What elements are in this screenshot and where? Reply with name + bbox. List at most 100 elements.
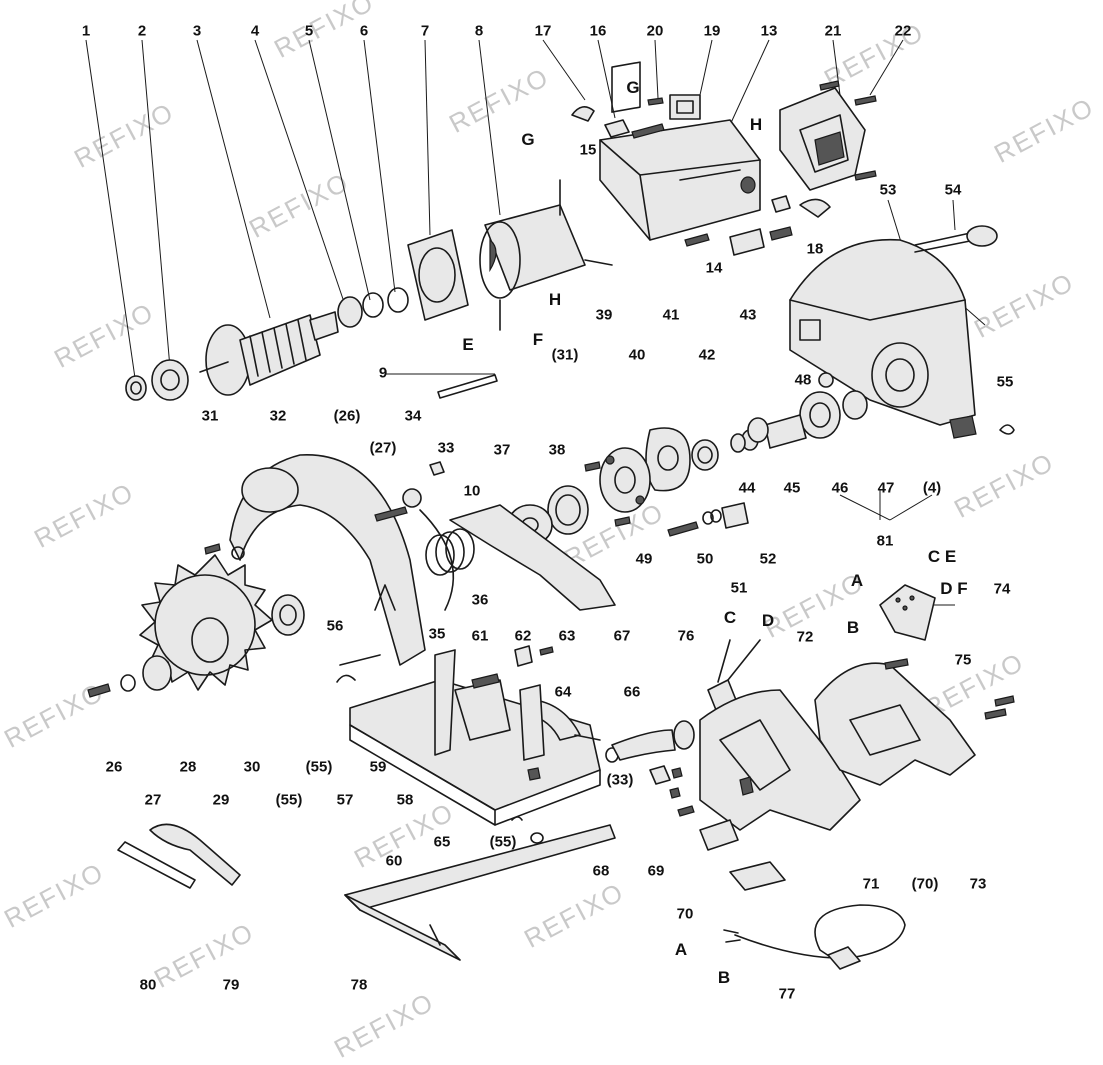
callout-label: 26 bbox=[105, 758, 123, 776]
callout-label: 72 bbox=[796, 628, 814, 646]
callout-label: 13 bbox=[760, 22, 778, 40]
part-78-rip-fence bbox=[344, 824, 616, 961]
callout-label: 1 bbox=[81, 22, 91, 40]
part-50-washer bbox=[702, 511, 714, 525]
part-54-bolt bbox=[914, 225, 998, 253]
callout-label: 2 bbox=[137, 22, 147, 40]
part-21-cover bbox=[779, 87, 866, 191]
callout-label: (26) bbox=[333, 407, 361, 425]
part-55-circlip bbox=[999, 424, 1015, 435]
part-3-armature bbox=[199, 311, 339, 396]
callout-label: (31) bbox=[551, 346, 579, 364]
part-6-ring bbox=[387, 287, 409, 313]
callout-label: C bbox=[723, 608, 737, 627]
part-69-screw bbox=[669, 787, 681, 799]
callout-label: 39 bbox=[595, 306, 613, 324]
callout-label: (27) bbox=[369, 439, 397, 457]
callout-label: (33) bbox=[606, 771, 634, 789]
part-71-plate bbox=[729, 861, 786, 891]
part-74-switch bbox=[879, 584, 936, 641]
callout-label: 20 bbox=[646, 22, 664, 40]
callout-label: 49 bbox=[635, 550, 653, 568]
callout-label: 27 bbox=[144, 791, 162, 809]
part-16-brush bbox=[604, 119, 630, 138]
callout-label: 29 bbox=[212, 791, 230, 809]
callout-label: 4 bbox=[250, 22, 260, 40]
callout-label: 42 bbox=[698, 346, 716, 364]
callout-label: 30 bbox=[243, 758, 261, 776]
callout-label: 10 bbox=[463, 482, 481, 500]
part-36-spring bbox=[425, 528, 475, 576]
callout-label: 58 bbox=[396, 791, 414, 809]
callout-label: C E bbox=[927, 547, 957, 566]
part-73-handle-half bbox=[814, 662, 976, 786]
callout-label: 16 bbox=[589, 22, 607, 40]
callout-label: 78 bbox=[350, 976, 368, 994]
callout-label: 76 bbox=[677, 627, 695, 645]
callout-label: 38 bbox=[548, 441, 566, 459]
part-76-grommet bbox=[673, 720, 695, 750]
callout-label: 8 bbox=[474, 22, 484, 40]
callout-label: 31 bbox=[201, 407, 219, 425]
part-13-motor-housing bbox=[599, 61, 761, 241]
part-38-seal bbox=[547, 485, 589, 535]
part-27-washer-b bbox=[120, 674, 136, 692]
callout-label: H bbox=[749, 115, 763, 134]
part-35-lever bbox=[419, 509, 455, 611]
callout-label: A bbox=[850, 571, 864, 590]
part-27-washer bbox=[402, 488, 422, 508]
callout-label: 33 bbox=[437, 439, 455, 457]
callout-label: 9 bbox=[378, 364, 388, 382]
part-65-bracket bbox=[519, 684, 545, 761]
part-59-lever bbox=[434, 649, 456, 756]
callout-label: 34 bbox=[404, 407, 422, 425]
part-28-flange bbox=[142, 655, 172, 691]
callout-label: D F bbox=[940, 579, 968, 598]
part-26-screw bbox=[87, 683, 111, 698]
callout-label: 60 bbox=[385, 852, 403, 870]
part-18-brush-holder bbox=[729, 228, 765, 256]
part-8-field-coil bbox=[479, 179, 613, 331]
callout-label: (55) bbox=[489, 833, 517, 851]
part-39-flange bbox=[599, 447, 651, 513]
callout-label: 15 bbox=[579, 141, 597, 159]
callout-label: 19 bbox=[703, 22, 721, 40]
part-80-hex-key bbox=[117, 841, 196, 889]
part-79-wrench bbox=[149, 823, 241, 886]
callout-label: 48 bbox=[794, 371, 812, 389]
callout-label: 77 bbox=[778, 985, 796, 1003]
callout-label: 66 bbox=[623, 683, 641, 701]
part-4-bearing-b bbox=[842, 390, 868, 420]
part-9-screw bbox=[437, 374, 498, 399]
callout-label: 41 bbox=[662, 306, 680, 324]
callout-label: 45 bbox=[783, 479, 801, 497]
part-73-handle bbox=[699, 689, 861, 831]
callout-label: 52 bbox=[759, 550, 777, 568]
callout-label: 18 bbox=[806, 240, 824, 258]
part-33-nut-b bbox=[530, 832, 544, 844]
callout-label: E bbox=[462, 335, 474, 354]
part-15-screw bbox=[631, 123, 665, 139]
callout-label: 65 bbox=[433, 833, 451, 851]
part-49-screw bbox=[667, 521, 699, 537]
callout-label: 5 bbox=[304, 22, 314, 40]
callout-label: G bbox=[521, 130, 535, 149]
part-5-ring bbox=[362, 292, 384, 318]
callout-label: B bbox=[717, 968, 731, 987]
callout-label: (55) bbox=[305, 758, 333, 776]
callout-label: 22 bbox=[894, 22, 912, 40]
part-77-power-cord bbox=[723, 904, 906, 970]
callout-label: 81 bbox=[876, 532, 894, 550]
callout-label: 71 bbox=[862, 875, 880, 893]
callout-label: B bbox=[846, 618, 860, 637]
part-70-screw bbox=[677, 805, 695, 817]
callout-label: 69 bbox=[647, 862, 665, 880]
callout-label: 64 bbox=[554, 683, 572, 701]
part-47-gear bbox=[799, 391, 841, 439]
brush-h bbox=[771, 195, 791, 213]
callout-label: 3 bbox=[192, 22, 202, 40]
callout-label: 53 bbox=[879, 181, 897, 199]
part-46-spindle bbox=[764, 414, 807, 449]
part-33-nut bbox=[429, 461, 445, 476]
